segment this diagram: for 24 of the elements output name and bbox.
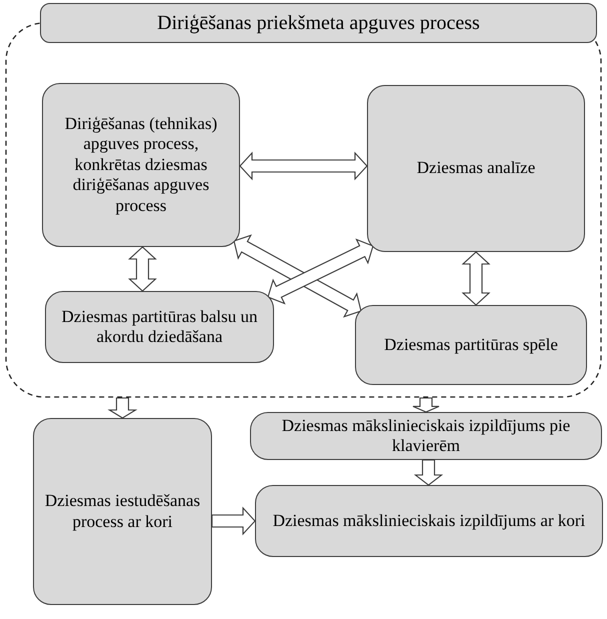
process-box (355, 305, 587, 385)
block-arrow (239, 152, 368, 180)
box-text: Dziesmas iestudēšanas process ar kori (44, 491, 202, 532)
block-arrow (414, 459, 444, 486)
box-text: Dziesmas mākslinieciskais izpildījums pie klavierēm (280, 416, 572, 456)
box-text: Diriģēšanas (tehnikas) apguves process, konkrētas dziesmas diriģēšanas apguves process (64, 114, 218, 216)
title-box (40, 3, 597, 43)
box-text: Dziesmas partitūras spēle (384, 334, 558, 356)
title-text: Diriģēšanas priekšmeta apguves process (157, 10, 480, 36)
process-box (255, 485, 603, 557)
process-box (367, 85, 585, 252)
block-arrow (128, 246, 157, 292)
block-arrow (462, 251, 490, 306)
block-arrow (211, 506, 256, 536)
process-box (45, 291, 274, 363)
box-text: Dziesmas partitūras balsu un akordu dziedāšana (60, 306, 258, 348)
box-text: Dziesmas mākslinieciskais izpildījums ar kori (272, 510, 586, 532)
box-text: Dziesmas analīze (416, 158, 536, 179)
process-box (42, 83, 240, 247)
process-box (250, 412, 602, 460)
process-box (33, 418, 212, 605)
block-arrow (267, 238, 374, 305)
block-arrow (108, 397, 138, 419)
block-arrow (412, 397, 440, 413)
